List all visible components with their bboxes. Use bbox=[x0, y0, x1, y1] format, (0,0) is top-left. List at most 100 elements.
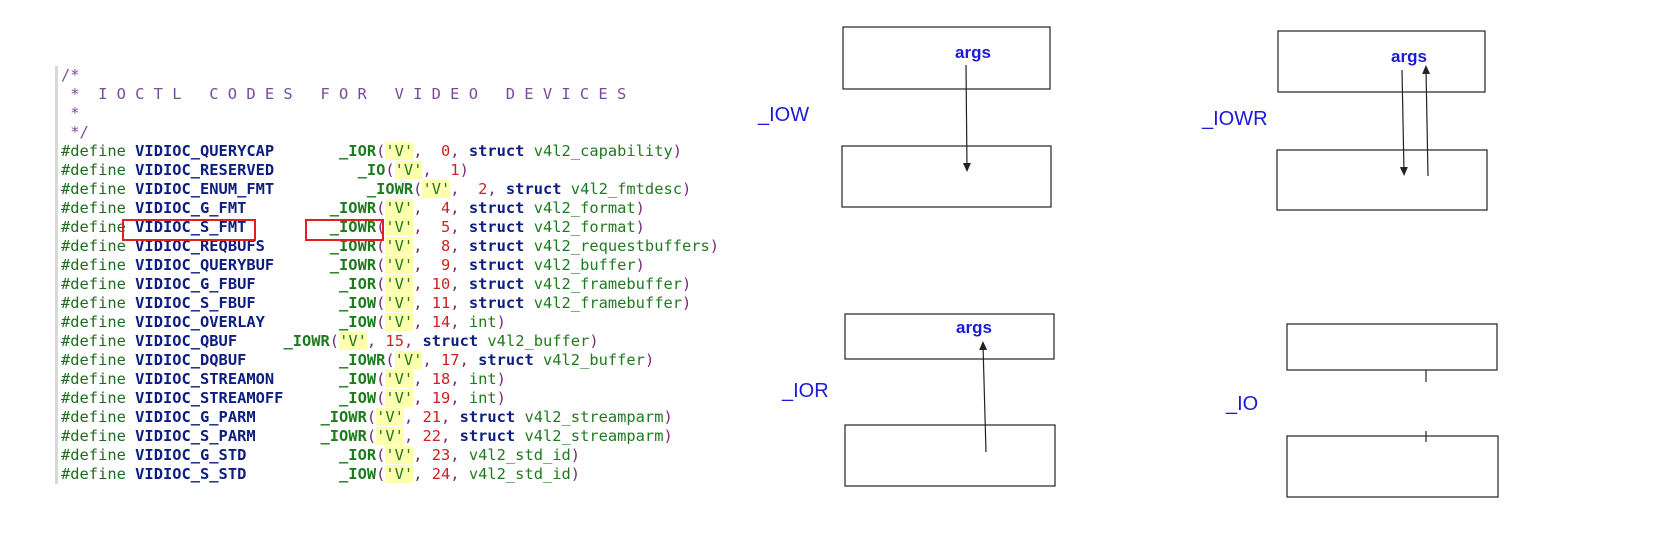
define-keyword: #define bbox=[61, 237, 126, 255]
separator: , bbox=[403, 427, 423, 445]
close-paren: ) bbox=[644, 351, 655, 369]
open-paren: ( bbox=[329, 332, 340, 350]
define-keyword: #define bbox=[61, 427, 126, 445]
code-listing: /* * I O C T L C O D E S F O R V I D E O… bbox=[55, 66, 719, 484]
define-line: #define VIDIOC_S_STD _IOW('V', 24, v4l2_… bbox=[61, 465, 719, 484]
arg-type: v4l2_streamparm bbox=[524, 408, 664, 426]
define-name: VIDIOC_S_PARM bbox=[135, 427, 256, 445]
ioctl-macro: _IOWR bbox=[320, 427, 367, 445]
define-line: #define VIDIOC_QBUF _IOWR('V', 15, struc… bbox=[61, 332, 719, 351]
type-char: 'V' bbox=[385, 294, 414, 312]
ioctl-number: 1 bbox=[450, 161, 460, 179]
iowr-label: _IOWR bbox=[1201, 108, 1268, 130]
separator: , bbox=[413, 199, 442, 217]
ioctl-number: 0 bbox=[441, 142, 451, 160]
separator: , bbox=[413, 294, 432, 312]
comma: , bbox=[459, 351, 479, 369]
open-paren: ( bbox=[366, 408, 377, 426]
separator: , bbox=[413, 256, 442, 274]
ioctl-macro: _IOR bbox=[339, 446, 377, 464]
close-paren: ) bbox=[709, 237, 720, 255]
comma: , bbox=[450, 237, 469, 255]
separator: , bbox=[422, 351, 442, 369]
define-keyword: #define bbox=[61, 275, 126, 293]
comma: , bbox=[487, 180, 506, 198]
close-paren: ) bbox=[570, 446, 581, 464]
ioctl-number: 11 bbox=[431, 294, 451, 312]
ioctl-number: 4 bbox=[441, 199, 451, 217]
comma: , bbox=[441, 427, 460, 445]
define-line: #define VIDIOC_QUERYBUF _IOWR('V', 9, st… bbox=[61, 256, 719, 275]
io-kernel-box bbox=[1286, 435, 1499, 498]
comma: , bbox=[450, 199, 469, 217]
arg-type: v4l2_format bbox=[533, 218, 636, 236]
open-paren: ( bbox=[376, 370, 386, 388]
define-line: #define VIDIOC_ENUM_FMT _IOWR('V', 2, st… bbox=[61, 180, 719, 199]
open-paren: ( bbox=[413, 180, 423, 198]
define-name: VIDIOC_G_STD bbox=[135, 446, 247, 464]
iow-diagram: _IOW args bbox=[757, 26, 1052, 208]
ior-arrow-up bbox=[979, 341, 988, 453]
comment-text: */ bbox=[61, 123, 89, 141]
comment-line: * I O C T L C O D E S F O R V I D E O D … bbox=[61, 85, 719, 104]
define-line: #define VIDIOC_REQBUFS _IOWR('V', 8, str… bbox=[61, 237, 719, 256]
ioctl-number: 15 bbox=[385, 332, 404, 350]
separator: , bbox=[413, 275, 432, 293]
ioctl-number: 10 bbox=[431, 275, 451, 293]
define-line: #define VIDIOC_STREAMOFF _IOW('V', 19, i… bbox=[61, 389, 719, 408]
open-paren: ( bbox=[376, 313, 386, 331]
open-paren: ( bbox=[376, 218, 386, 236]
define-line: #define VIDIOC_G_FBUF _IOR('V', 10, stru… bbox=[61, 275, 719, 294]
open-paren: ( bbox=[385, 161, 395, 179]
comma: , bbox=[450, 218, 469, 236]
define-name: VIDIOC_STREAMOFF bbox=[135, 389, 284, 407]
struct-keyword: struct bbox=[468, 218, 525, 236]
arg-type: v4l2_framebuffer bbox=[533, 275, 682, 293]
arg-type: v4l2_format bbox=[533, 199, 636, 217]
struct-keyword: struct bbox=[459, 408, 516, 426]
comma: , bbox=[403, 332, 423, 350]
type-char: 'V' bbox=[394, 161, 423, 179]
struct-keyword: struct bbox=[478, 351, 534, 369]
ioctl-number: 19 bbox=[431, 389, 451, 407]
open-paren: ( bbox=[376, 142, 386, 160]
define-line: #define VIDIOC_STREAMON _IOW('V', 18, in… bbox=[61, 370, 719, 389]
struct-keyword: struct bbox=[459, 427, 516, 445]
ioctl-number: 24 bbox=[431, 465, 451, 483]
iow-label: _IOW bbox=[757, 104, 809, 126]
separator: , bbox=[413, 313, 432, 331]
define-line: #define VIDIOC_RESERVED _IO('V', 1) bbox=[61, 161, 719, 180]
define-name: VIDIOC_G_FMT bbox=[135, 199, 247, 217]
io-args-box bbox=[1286, 323, 1498, 371]
define-keyword: #define bbox=[61, 408, 126, 426]
define-name: VIDIOC_ENUM_FMT bbox=[135, 180, 275, 198]
ioctl-number: 2 bbox=[478, 180, 488, 198]
ioctl-macro: _IOR bbox=[339, 142, 377, 160]
arg-type: v4l2_capability bbox=[533, 142, 673, 160]
comma: , bbox=[441, 408, 460, 426]
define-line: #define VIDIOC_S_PARM _IOWR('V', 22, str… bbox=[61, 427, 719, 446]
ioctl-macro: _IOWR bbox=[329, 218, 377, 236]
type-char: 'V' bbox=[385, 465, 414, 483]
ior-diagram: _IOR args bbox=[781, 313, 1056, 487]
separator: , bbox=[413, 237, 442, 255]
define-name: VIDIOC_DQBUF bbox=[135, 351, 247, 369]
ioctl-macro: _IOWR bbox=[329, 256, 377, 274]
comment-line: * bbox=[61, 104, 719, 123]
struct-keyword: struct bbox=[468, 275, 525, 293]
arg-type: v4l2_buffer bbox=[533, 256, 636, 274]
define-line: #define VIDIOC_DQBUF _IOWR('V', 17, stru… bbox=[61, 351, 719, 370]
open-paren: ( bbox=[376, 465, 386, 483]
comma: , bbox=[450, 256, 469, 274]
separator: , bbox=[413, 465, 432, 483]
iowr-args-box bbox=[1277, 30, 1486, 93]
ioctl-macro: _IOWR bbox=[366, 180, 414, 198]
ioctl-macro: _IO bbox=[357, 161, 386, 179]
define-line: #define VIDIOC_G_STD _IOR('V', 23, v4l2_… bbox=[61, 446, 719, 465]
define-name: VIDIOC_REQBUFS bbox=[135, 237, 265, 255]
type-char: 'V' bbox=[385, 275, 414, 293]
type-char: 'V' bbox=[385, 370, 414, 388]
arg-type: v4l2_std_id bbox=[468, 446, 571, 464]
ioctl-number: 18 bbox=[431, 370, 451, 388]
define-keyword: #define bbox=[61, 351, 126, 369]
